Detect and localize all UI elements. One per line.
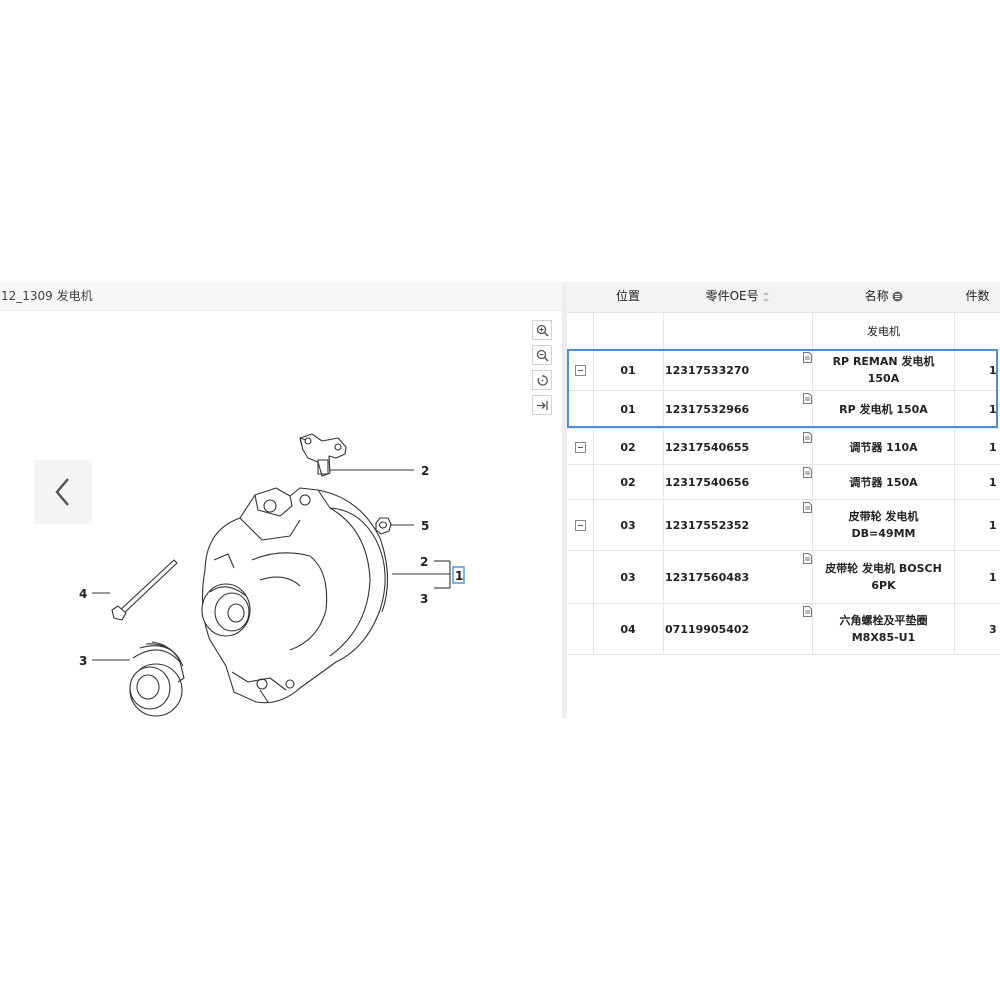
callout-2-right[interactable]: 2 (420, 555, 428, 569)
row-oe-number[interactable]: 12317540656 (663, 465, 813, 499)
callout-2-top[interactable]: 2 (421, 464, 429, 478)
row-name: 调节器 110A (813, 430, 955, 464)
header-position[interactable]: 位置 (593, 282, 663, 312)
table-row[interactable]: 01 12317532966 RP 发电机 150A 1 (567, 391, 1000, 429)
expand-button[interactable] (532, 395, 552, 415)
table-row[interactable]: 02 12317540655 调节器 110A 1 (567, 430, 1000, 465)
row-oe-number[interactable]: 12317533270 (663, 350, 813, 390)
header-oe-number[interactable]: 零件OE号 (663, 282, 813, 312)
callout-1[interactable]: 1 (455, 569, 463, 583)
table-row[interactable]: 04 07119905402 六角螺栓及平垫圈 M8X85-U1 3 (567, 604, 1000, 655)
header-name[interactable]: 名称 (813, 282, 955, 312)
chevron-left-icon (55, 478, 69, 506)
group-label: 发电机 (813, 313, 955, 349)
row-position: 02 (593, 465, 664, 499)
rotate-button[interactable] (532, 370, 552, 390)
table-row[interactable]: 01 12317533270 RP REMAN 发电机 150A 1 (567, 350, 1000, 391)
row-quantity: 1 (989, 570, 997, 584)
row-quantity: 1 (989, 440, 997, 454)
row-name: 皮带轮 发电机 DB=49MM (813, 500, 955, 550)
table-row[interactable]: 03 12317552352 皮带轮 发电机 DB=49MM 1 (567, 500, 1000, 551)
collapse-toggle-icon[interactable] (574, 364, 586, 376)
pulley-part-drawing (129, 641, 185, 717)
header-quantity-label: 件数 (965, 289, 990, 303)
row-oe-number[interactable]: 12317532966 (663, 391, 813, 428)
row-oe-number[interactable]: 12317560483 (663, 551, 813, 603)
diagram-title: 12_1309 发电机 (1, 289, 93, 303)
row-position: 03 (593, 551, 664, 603)
row-oe-number[interactable]: 12317540655 (663, 430, 813, 464)
group-row: 发电机 (567, 313, 1000, 350)
callout-3-left[interactable]: 3 (79, 654, 87, 668)
row-position: 02 (593, 430, 664, 464)
row-name: RP 发电机 150A (813, 391, 955, 428)
row-quantity: 1 (989, 475, 997, 489)
row-name: 调节器 150A (813, 465, 955, 499)
document-icon[interactable] (803, 502, 812, 513)
row-position: 04 (593, 604, 664, 654)
row-quantity: 1 (989, 518, 997, 532)
zoom-in-button[interactable] (532, 320, 552, 340)
diagram-panel: 12_1309 发电机 (0, 282, 562, 718)
zoom-out-icon (536, 349, 549, 362)
callout-5[interactable]: 5 (421, 519, 429, 533)
document-icon[interactable] (803, 432, 812, 443)
row-name: RP REMAN 发电机 150A (813, 350, 955, 390)
header-position-label: 位置 (615, 289, 640, 303)
row-position: 03 (593, 500, 664, 550)
table-row[interactable]: 02 12317540656 调节器 150A 1 (567, 465, 1000, 500)
header-quantity[interactable]: 件数 (955, 282, 1000, 312)
header-oe-label: 零件OE号 (705, 289, 759, 303)
row-name: 六角螺栓及平垫圈 M8X85-U1 (813, 604, 955, 654)
sort-icon (763, 291, 770, 302)
diagram-title-bar: 12_1309 发电机 (0, 282, 562, 311)
row-oe-number[interactable]: 07119905402 (663, 604, 813, 654)
document-icon[interactable] (803, 606, 812, 617)
row-name: 皮带轮 发电机 BOSCH 6PK (813, 551, 955, 603)
table-row[interactable]: 03 12317560483 皮带轮 发电机 BOSCH 6PK 1 (567, 551, 1000, 604)
row-quantity: 1 (989, 363, 997, 377)
header-name-label: 名称 (864, 289, 889, 303)
row-oe-number[interactable]: 12317552352 (663, 500, 813, 550)
document-icon[interactable] (803, 393, 812, 404)
rotate-icon (537, 374, 548, 386)
callout-4[interactable]: 4 (79, 587, 87, 601)
document-icon[interactable] (803, 553, 812, 564)
regulator-part-drawing (299, 433, 347, 477)
previous-diagram-button[interactable] (34, 460, 92, 524)
row-quantity: 1 (989, 403, 997, 416)
row-quantity: 3 (989, 622, 997, 636)
table-header: 位置 零件OE号 名称 件数 (567, 282, 1000, 313)
nut-part-drawing (375, 517, 392, 535)
row-position: 01 (593, 350, 664, 390)
parts-table: 位置 零件OE号 名称 件数 发电机 01 12317533270 RP REM… (567, 282, 1000, 718)
panel-divider[interactable] (562, 282, 567, 718)
bolt-part-drawing (111, 559, 178, 621)
zoom-toolbar (532, 320, 554, 420)
callout-1-highlight (452, 566, 465, 584)
zoom-out-button[interactable] (532, 345, 552, 365)
alternator-body-drawing (201, 487, 389, 704)
collapse-toggle-icon[interactable] (574, 441, 586, 453)
document-icon[interactable] (803, 467, 812, 478)
zoom-in-icon (536, 324, 549, 337)
info-icon (892, 291, 903, 302)
collapse-toggle-icon[interactable] (574, 519, 586, 531)
alternator-diagram: 2 5 2 1 3 4 3 (79, 433, 465, 717)
expand-icon (536, 400, 548, 410)
document-icon[interactable] (803, 352, 812, 363)
callout-3-right[interactable]: 3 (420, 592, 428, 606)
row-position: 01 (593, 391, 664, 428)
